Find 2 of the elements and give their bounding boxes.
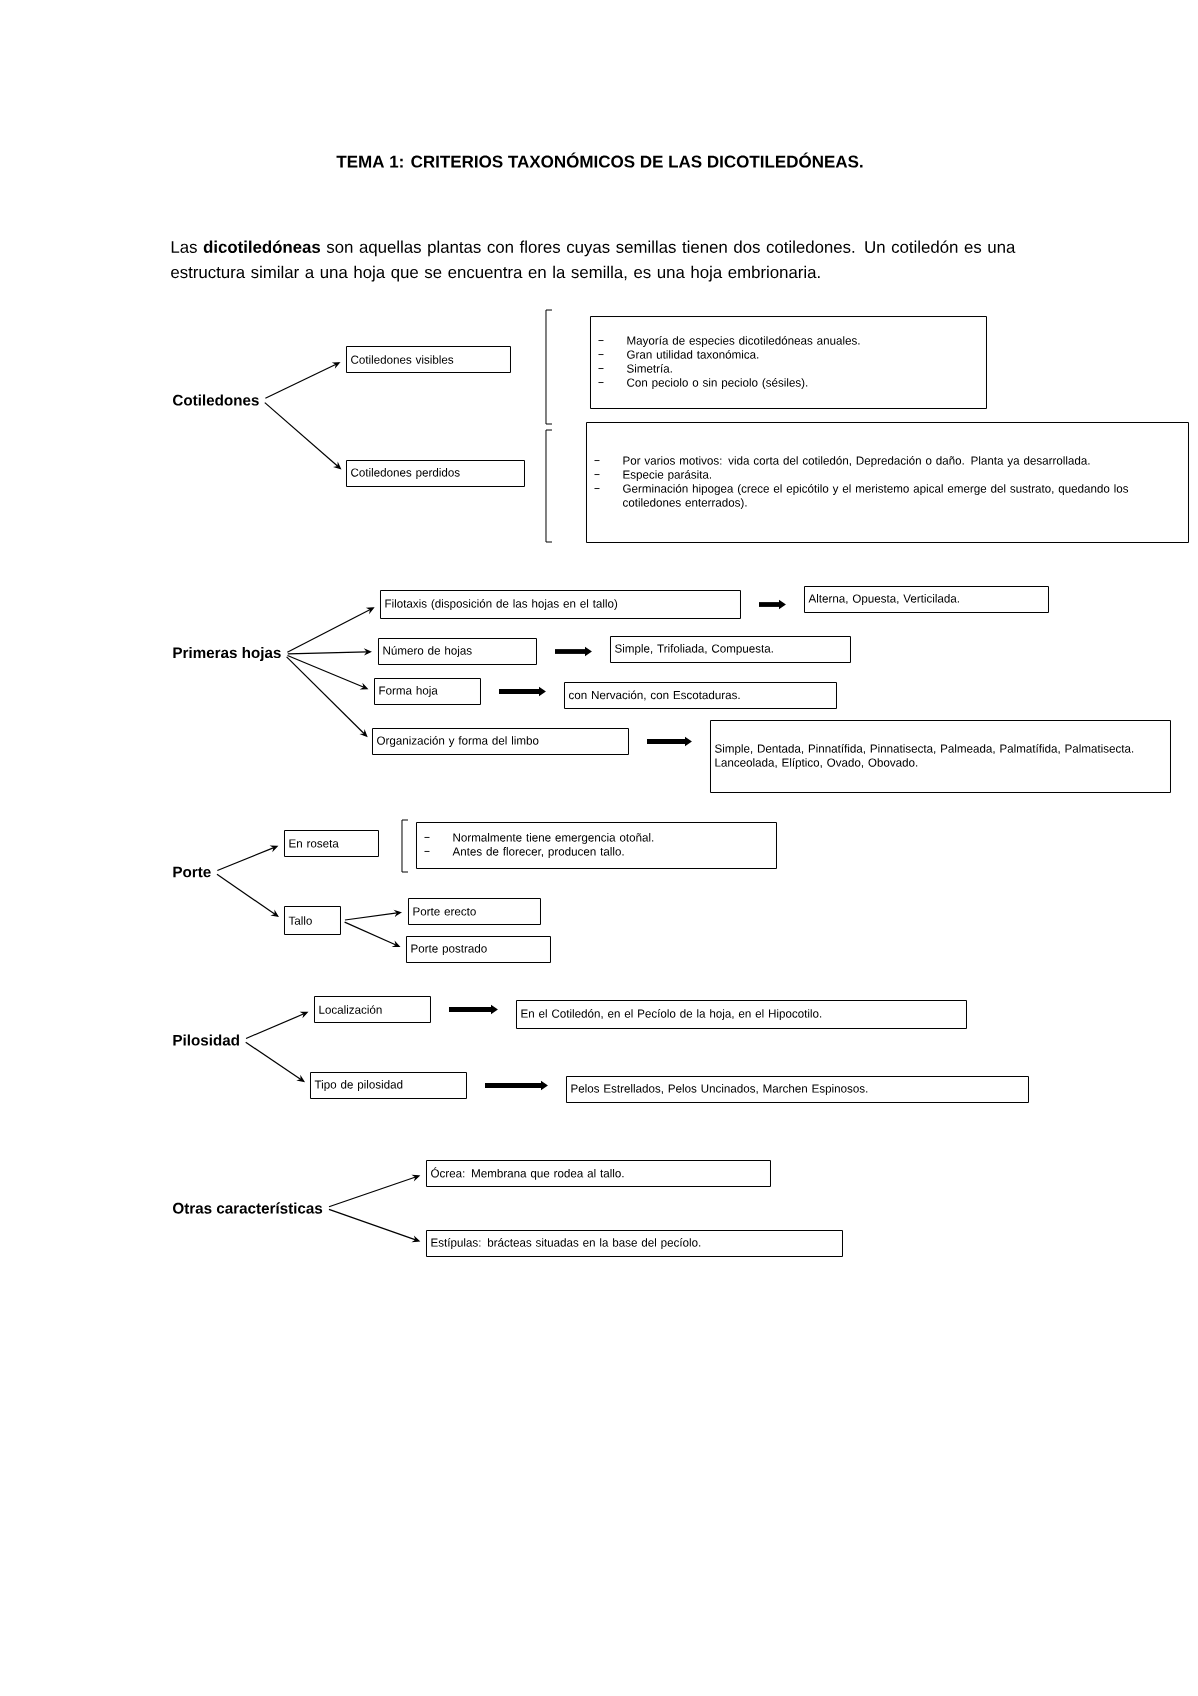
intro-paragraph: Las dicotiledóneas son aquellas plantas con flores cuyas semillas tienen dos cotiledones. Un cotiledón es una estructura similar a una hoja que se encuentra en la semilla, es una hoja embrionaria. (171, 240, 1016, 282)
title: TEMA 1: CRITERIOS TAXONÓMICOS DE LAS DICOTILEDÓNEAS. (336, 152, 863, 168)
